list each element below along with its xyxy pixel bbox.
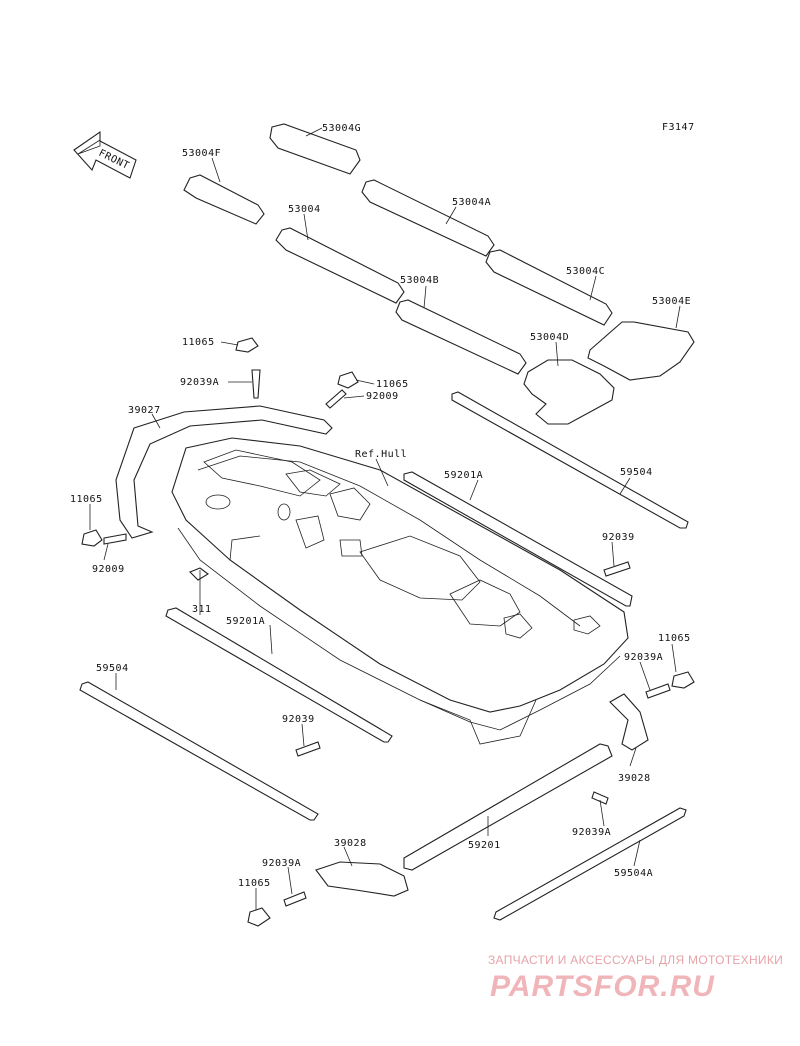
mat-pad-53004G	[269, 123, 361, 175]
cap-11065-2-icon	[337, 371, 359, 389]
part-label: 92039A	[180, 377, 219, 388]
rivet-92039-right-icon	[603, 561, 631, 577]
part-label: 59504	[96, 663, 129, 674]
part-label: 39028	[618, 773, 651, 784]
part-label: 11065	[182, 337, 215, 348]
part-label: 53004G	[322, 123, 361, 134]
hardware	[81, 337, 695, 927]
cap-11065-front-icon	[247, 907, 271, 927]
part-label: 59504	[620, 467, 653, 478]
bumper-39028-rear	[609, 693, 649, 751]
rail-59201	[403, 743, 613, 871]
part-label: 53004E	[652, 296, 691, 307]
mat-pad-53004B	[395, 299, 527, 375]
part-label: 59201	[468, 840, 501, 851]
mat-pad-53004C	[485, 249, 613, 326]
part-label: 92039	[282, 714, 315, 725]
nut-311-icon	[189, 567, 209, 581]
mat-pads	[183, 123, 695, 425]
screw-92009-left-icon	[103, 533, 127, 545]
part-labels: 53004G 53004F 53004 53004A 53004B 53004C…	[70, 123, 691, 889]
rivet-92039A-top-icon	[251, 369, 261, 399]
mat-pad-53004D	[523, 359, 615, 425]
bumper-39027	[115, 405, 333, 539]
part-label: 39027	[128, 405, 161, 416]
hull-reference	[171, 437, 629, 745]
mat-pad-53004F	[183, 174, 265, 225]
part-label: 92039A	[624, 652, 663, 663]
part-label: 92009	[92, 564, 125, 575]
part-label: 11065	[70, 494, 103, 505]
ref-hull-label: Ref.Hull	[355, 449, 407, 460]
rivet-92039A-right-icon	[645, 683, 671, 699]
rivet-92039-left-icon	[295, 741, 321, 757]
mat-pad-53004E	[587, 321, 695, 381]
rail-59504-right	[451, 391, 689, 529]
part-label: 53004F	[182, 148, 221, 159]
rail-59504-left	[79, 681, 319, 821]
watermark-tagline: ЗАПЧАСТИ И АКСЕССУАРЫ ДЛЯ МОТОТЕХНИКИ	[488, 953, 783, 967]
part-label: 11065	[658, 633, 691, 644]
part-label: 59201A	[444, 470, 483, 481]
part-label: 53004D	[530, 332, 569, 343]
figure-code: F3147	[662, 122, 695, 133]
part-label: 92009	[366, 391, 399, 402]
rivet-92039A-front-icon	[283, 891, 307, 907]
part-label: 59201A	[226, 616, 265, 627]
part-label: 53004C	[566, 266, 605, 277]
bumper-39028-front	[315, 861, 409, 897]
cap-11065-top-icon	[235, 337, 259, 353]
watermark-brand: PARTSFOR.RU	[490, 970, 715, 1003]
part-label: 92039	[602, 532, 635, 543]
rail-59201A-left	[165, 607, 393, 743]
cap-11065-left-icon	[81, 529, 103, 547]
part-label: 53004B	[400, 275, 439, 286]
part-label: 53004A	[452, 197, 491, 208]
part-label: 11065	[238, 878, 271, 889]
part-label: 39028	[334, 838, 367, 849]
rail-59504A	[493, 807, 687, 921]
mat-pad-53004	[275, 227, 405, 304]
mat-pad-53004A	[361, 179, 495, 257]
part-label: 92039A	[262, 858, 301, 869]
rivet-92039A-lower-icon	[591, 791, 609, 805]
front-arrow-icon: FRONT	[73, 130, 137, 179]
cap-11065-right-icon	[671, 671, 695, 689]
part-label: 92039A	[572, 827, 611, 838]
part-label: 59504A	[614, 868, 653, 879]
part-label: 53004	[288, 204, 321, 215]
part-label: 311	[192, 604, 212, 615]
rail-59201A-right	[403, 471, 633, 607]
leader-lines	[89, 127, 681, 910]
part-label: 11065	[376, 379, 409, 390]
screw-92009-icon	[325, 389, 347, 409]
